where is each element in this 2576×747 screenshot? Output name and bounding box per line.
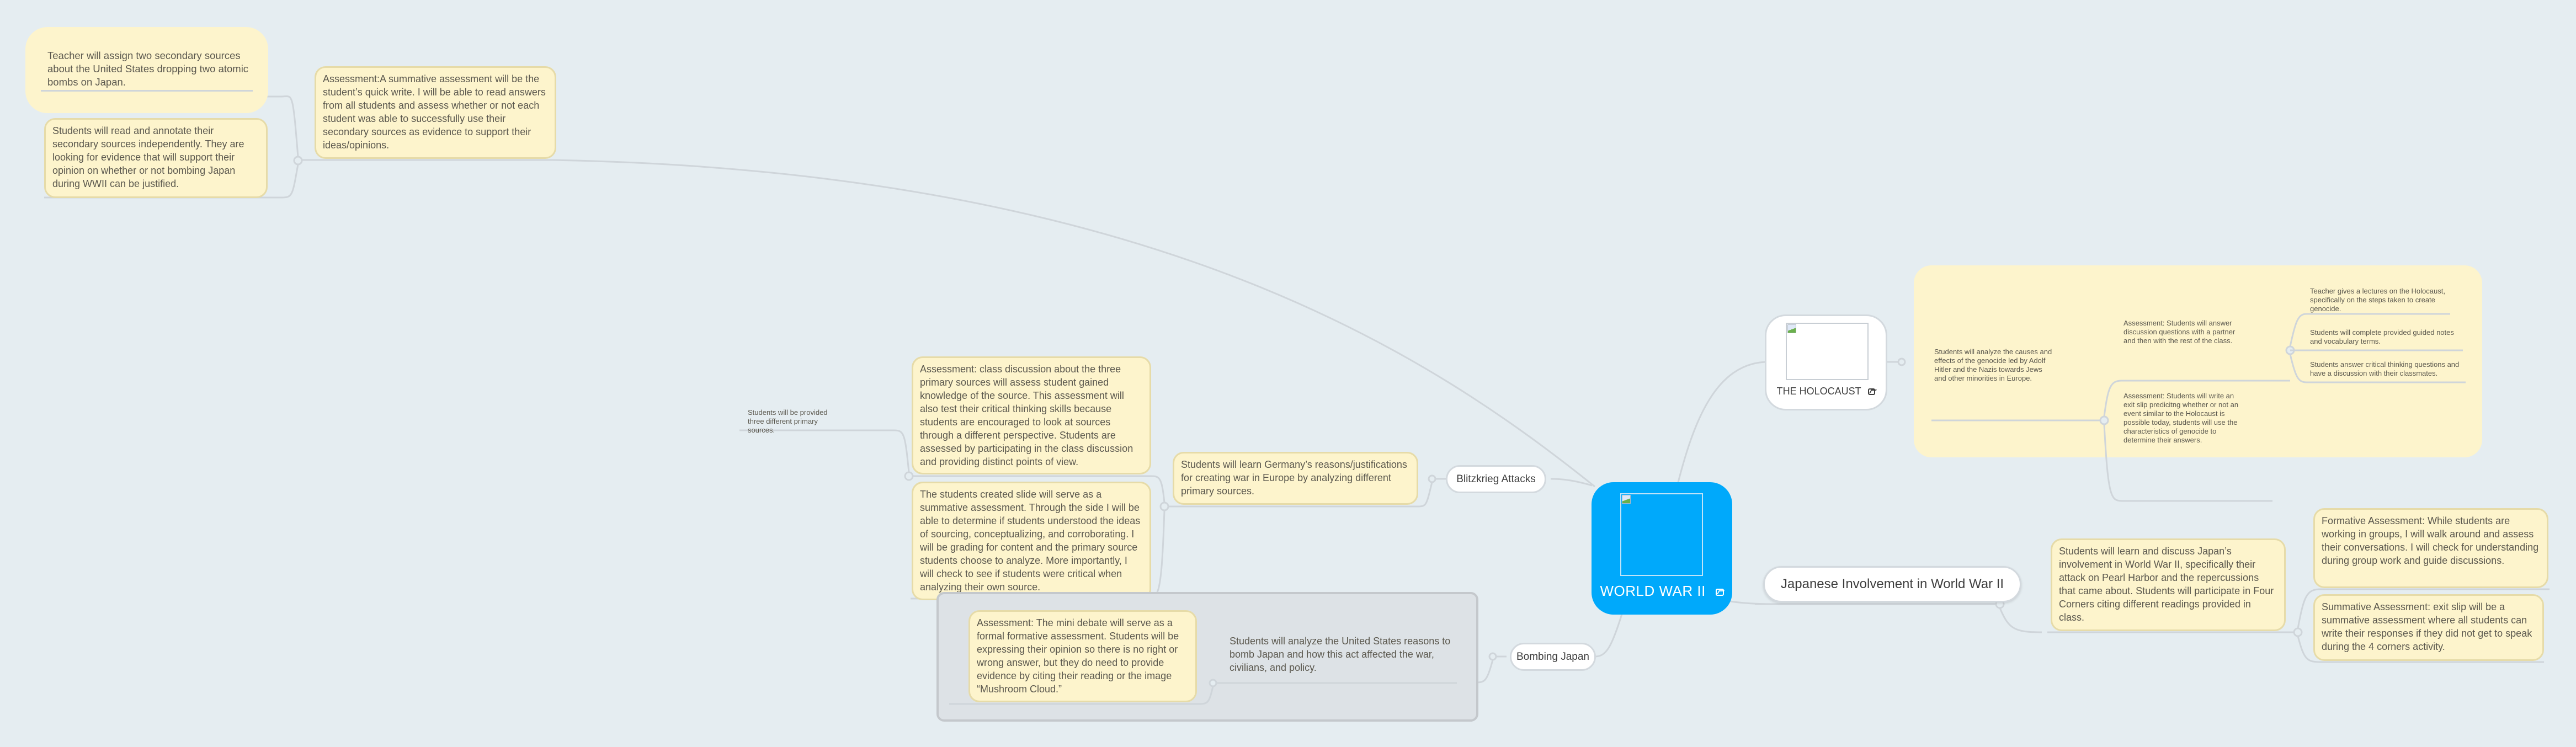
holocaust-activity-guided-notes[interactable]: Students will complete provided guided n… — [2310, 328, 2454, 345]
bombing-japan-debate-assessment-text: Assessment: The mini debate will serve a… — [977, 617, 1179, 695]
japanese-involvement-title: Japanese Involvement in World War II — [1780, 577, 2004, 591]
bombing-japan-objective[interactable]: Students will analyze the United States … — [1230, 636, 1451, 673]
blitzkrieg-assessment-discussion[interactable]: Assessment: class discussion about the t… — [912, 356, 1151, 474]
students-annotate-sources-node[interactable]: Students will read and annotate their se… — [44, 118, 268, 198]
students-annotate-sources-text: Students will read and annotate their se… — [52, 125, 244, 189]
japan-formative-assessment[interactable]: Formative Assessment: While students are… — [2313, 508, 2548, 588]
broken-image-icon — [1787, 324, 1796, 333]
japan-formative-assessment-text: Formative Assessment: While students are… — [2322, 515, 2539, 566]
blitzkrieg-assessment-slide-text: The students created slide will serve as… — [920, 489, 1141, 593]
bombing-japan-debate-assessment[interactable]: Assessment: The mini debate will serve a… — [968, 610, 1197, 702]
holocaust-assessment-discussion[interactable]: Assessment: Students will answer discuss… — [2123, 319, 2236, 345]
root-topic-world-war-ii[interactable]: WORLD WAR II — [1592, 482, 1732, 615]
quick-write-assessment-text: Assessment:A summative assessment will b… — [323, 73, 546, 151]
blitzkrieg-assessment-discussion-text: Assessment: class discussion about the t… — [920, 364, 1133, 467]
teacher-assign-sources-node[interactable]: Teacher will assign two secondary source… — [25, 27, 268, 113]
holocaust-title: THE HOLOCAUST — [1776, 386, 1861, 397]
image-icon[interactable] — [1868, 388, 1876, 396]
blitzkrieg-objective-text: Students will learn Germany’s reasons/ju… — [1181, 459, 1407, 497]
holocaust-assessment-exit-slip[interactable]: Assessment: Students will write an exit … — [2123, 392, 2239, 444]
teacher-assign-sources-text: Teacher will assign two secondary source… — [47, 50, 249, 88]
bombing-japan-quick-write-assessment[interactable]: Assessment:A summative assessment will b… — [315, 66, 556, 159]
holocaust-activity-critical-thinking[interactable]: Students answer critical thinking questi… — [2310, 360, 2460, 377]
blitzkrieg-objective[interactable]: Students will learn Germany’s reasons/ju… — [1173, 452, 1418, 505]
topic-japanese-involvement[interactable]: Japanese Involvement in World War II — [1763, 566, 2021, 602]
broken-image-icon — [1622, 495, 1631, 504]
topic-holocaust[interactable]: THE HOLOCAUST — [1765, 314, 1887, 410]
japan-summative-assessment[interactable]: Summative Assessment: exit slip will be … — [2313, 594, 2544, 661]
holocaust-image-placeholder — [1786, 323, 1869, 380]
root-title: WORLD WAR II — [1600, 583, 1706, 599]
topic-bombing-japan[interactable]: Bombing Japan — [1510, 643, 1596, 671]
blitzkrieg-assessment-slide[interactable]: The students created slide will serve as… — [912, 482, 1151, 600]
root-image-placeholder — [1620, 493, 1703, 576]
blitzkrieg-title: Blitzkrieg Attacks — [1456, 473, 1536, 485]
blitzkrieg-activity-primary-sources[interactable]: Students will be provided three differen… — [748, 408, 828, 434]
holocaust-activity-lecture[interactable]: Teacher gives a lectures on the Holocaus… — [2310, 287, 2445, 313]
divider — [41, 90, 253, 92]
japan-summative-assessment-text: Summative Assessment: exit slip will be … — [2322, 601, 2532, 652]
topic-blitzkrieg-attacks[interactable]: Blitzkrieg Attacks — [1446, 465, 1546, 493]
bombing-japan-title: Bombing Japan — [1516, 650, 1590, 663]
holocaust-objective[interactable]: Students will analyze the causes and eff… — [1934, 348, 2052, 382]
japan-involvement-objective-text: Students will learn and discuss Japan’s … — [2059, 546, 2274, 623]
japan-involvement-objective[interactable]: Students will learn and discuss Japan’s … — [2051, 538, 2286, 631]
image-icon[interactable] — [1715, 588, 1724, 596]
